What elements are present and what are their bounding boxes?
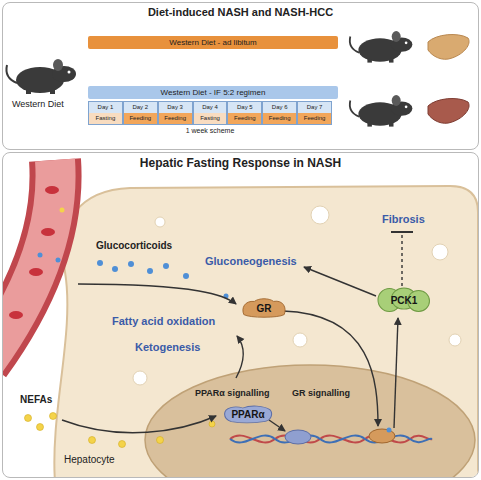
diet-bar: Western Diet - ad libitum [88, 36, 338, 49]
cell-outline [50, 182, 479, 478]
cell-shape [54, 186, 478, 478]
panel-title: Diet-induced NASH and NASH-HCC [3, 6, 478, 18]
day-state: Fasting [194, 113, 227, 124]
node-label: Hepatocyte [64, 454, 479, 465]
label-holder: Glucocorticoids [96, 240, 172, 252]
day-label: Day 5 [228, 102, 261, 113]
diet-bar: Western Diet - IF 5:2 regimen [88, 86, 338, 99]
cell-illustration [3, 160, 475, 477]
panel: Western Diet - ad libitumWestern Diet - … [2, 2, 479, 150]
node-label: PPARα [231, 409, 264, 420]
text-label: Fatty acid oxidation [112, 315, 215, 328]
day-label: Day 4 [194, 102, 227, 113]
label-holder: Fatty acid oxidation [112, 315, 215, 328]
day-state: Feeding [298, 113, 331, 124]
node-label: Western Diet - IF 5:2 regimen [161, 88, 266, 97]
text-label: PPARα signalling [195, 388, 269, 399]
text-label: 1 week scheme [186, 127, 235, 135]
day-box: Day 7Feeding [297, 101, 332, 125]
receptor-shape [243, 299, 285, 317]
label-holder: Gluconeogenesis [205, 255, 297, 268]
day-label: Day 3 [159, 102, 192, 113]
node-label: PCK1 [391, 295, 418, 306]
day-box: Day 3Feeding [158, 101, 193, 125]
day-state: Feeding [124, 113, 157, 124]
label-holder: PPARα signalling [195, 388, 269, 399]
label-holder: GR signalling [292, 388, 350, 399]
text-label: GR signalling [292, 388, 350, 399]
text-label: Western Diet [12, 99, 64, 110]
label-holder: Fibrosis [382, 213, 425, 226]
day-box: Day 5Feeding [227, 101, 262, 125]
label-holder: NEFAs [20, 394, 52, 406]
protein-shape: PCK1 [378, 288, 430, 312]
text-label: NEFAs [20, 394, 52, 406]
day-label: Day 2 [124, 102, 157, 113]
text-label: Gluconeogenesis [205, 255, 297, 268]
day-state: Feeding [159, 113, 192, 124]
day-state: Feeding [263, 113, 296, 124]
day-state: Feeding [228, 113, 261, 124]
node-label: Western Diet - ad libitum [169, 38, 256, 47]
day-box: Day 1Fasting [88, 101, 123, 125]
node-label: GR [257, 303, 272, 314]
label-holder: 1 week scheme [186, 127, 235, 135]
hepatocyte-cell: GR PPARα PCK1Hepatocyte [50, 182, 479, 478]
text-label: Glucocorticoids [96, 240, 172, 252]
text-label: Ketogenesis [135, 341, 200, 354]
day-label: Day 1 [89, 102, 122, 113]
mice-and-livers [6, 31, 469, 127]
protein-shape: PPARα [222, 404, 274, 424]
day-box: Day 2Feeding [123, 101, 158, 125]
label-holder: Western Diet [12, 99, 64, 110]
panel-title: Hepatic Fasting Response in NASH [3, 156, 478, 170]
day-label: Day 7 [298, 102, 331, 113]
panel: GR PPARα PCK1Hepatocyte Hepatic Fasting Res… [2, 152, 479, 478]
label-holder: Ketogenesis [135, 341, 200, 354]
text-label: Fibrosis [382, 213, 425, 226]
day-label: Day 6 [263, 102, 296, 113]
day-box: Day 4Fasting [193, 101, 228, 125]
day-box: Day 6Feeding [262, 101, 297, 125]
receptor-shape [225, 406, 272, 423]
protein-shape: GR [240, 297, 288, 319]
day-state: Fasting [89, 113, 122, 124]
